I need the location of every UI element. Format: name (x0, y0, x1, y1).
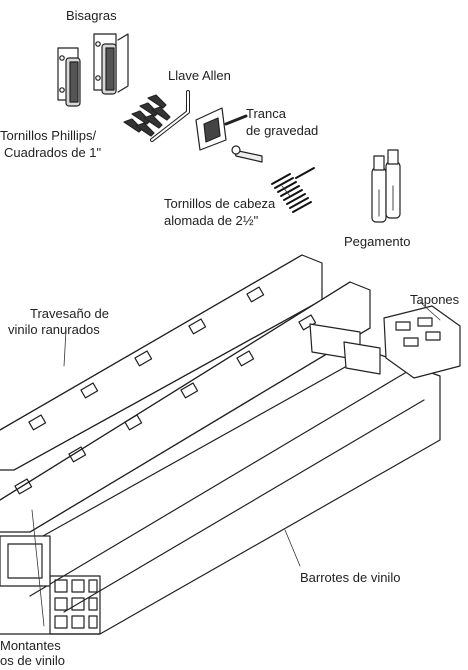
allen-key-illustration (150, 90, 190, 142)
gravity-latch-label-line1: Tranca (246, 106, 286, 121)
dome-screws-label-line2: alomada de 2½" (164, 213, 259, 228)
routed-rails-label-line2: vinilo ranurados (8, 322, 100, 337)
routed-rails-label-line1: Travesaño de (30, 306, 110, 321)
hinges-illustration (57, 33, 129, 107)
phillips-screws-label-line1: Tornillos Phillips/ (0, 128, 97, 143)
phillips-screws-illustration (123, 94, 171, 137)
posts-label-line2: os de vinilo (0, 653, 66, 668)
caps-illustration (383, 305, 461, 379)
glue-illustration (371, 149, 401, 223)
posts-and-pickets-illustration (0, 323, 441, 635)
posts-label-line1: Montantes (0, 638, 61, 653)
gravity-latch-illustration (195, 107, 263, 163)
routed-rails-illustration (0, 254, 371, 533)
pickets-label: Barrotes de vinilo (300, 570, 401, 585)
dome-screws-label-line1: Tornillos de cabeza (164, 196, 276, 211)
hinges-label: Bisagras (66, 8, 117, 23)
leader-lines (31, 185, 441, 627)
allen-key-label: Llave Allen (168, 68, 231, 83)
glue-label: Pegamento (344, 234, 411, 249)
caps-label: Tapones (410, 292, 460, 307)
gravity-latch-label-line2: de gravedad (246, 123, 319, 138)
phillips-screws-label-line2: Cuadrados de 1" (4, 145, 102, 160)
dome-screws-illustration (271, 167, 315, 213)
